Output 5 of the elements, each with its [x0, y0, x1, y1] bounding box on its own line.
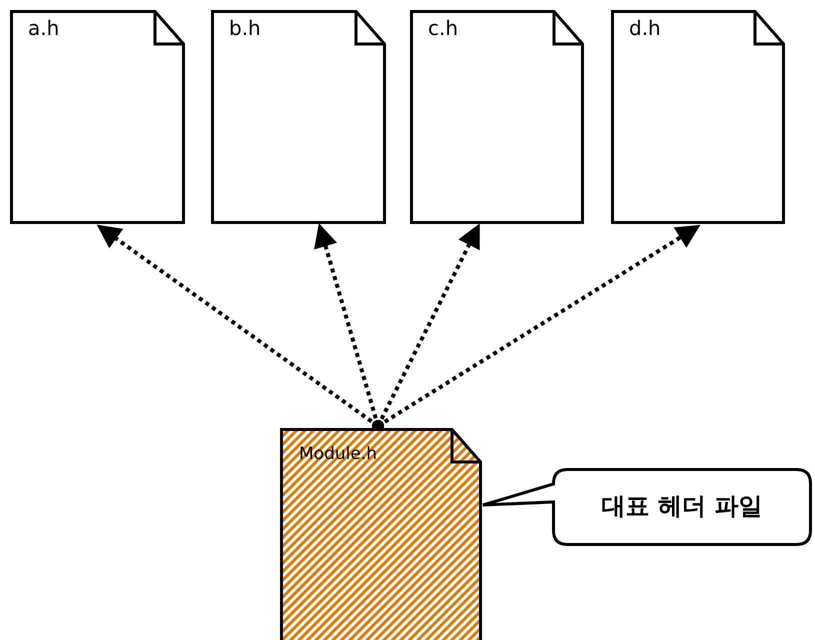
file-name: a.h — [28, 16, 60, 40]
file-name: d.h — [629, 16, 661, 40]
callout-text: 대표 헤더 파일 — [600, 491, 764, 522]
file-name: b.h — [229, 16, 261, 40]
file-name: c.h — [428, 16, 458, 40]
